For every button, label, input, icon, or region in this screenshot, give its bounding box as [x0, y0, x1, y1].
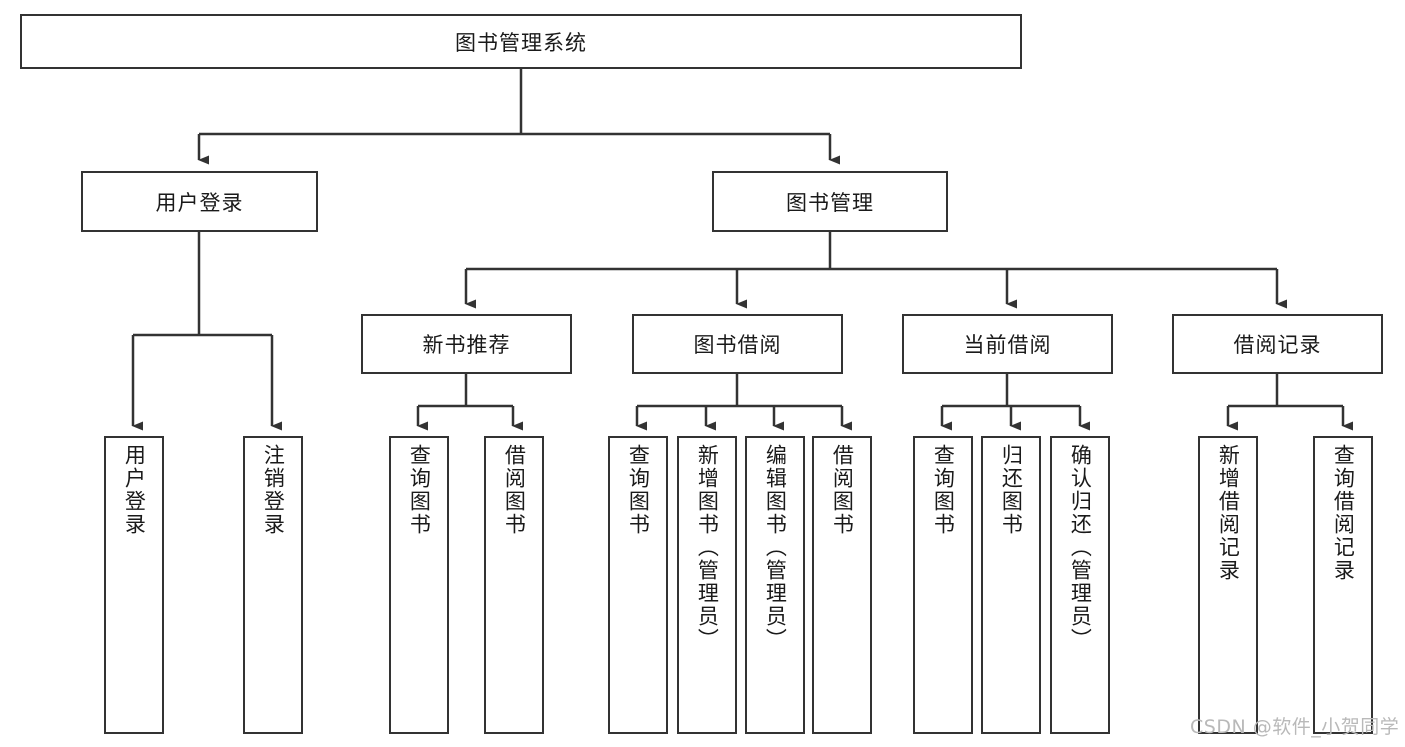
leaf-label: 查询图书 — [626, 444, 651, 536]
leaf-label: 编辑图书（管理员） — [763, 444, 788, 651]
leaf-new-book-query-book[interactable]: 查询图书 — [389, 436, 449, 734]
leaf-current-borrow-query-book[interactable]: 查询图书 — [913, 436, 973, 734]
leaf-label: 确认归还（管理员） — [1068, 444, 1093, 651]
leaf-book-borrow-add-book-admin[interactable]: 新增图书（管理员） — [677, 436, 737, 734]
node-label: 图书管理系统 — [455, 30, 587, 55]
leaf-user-login-login[interactable]: 用户登录 — [104, 436, 164, 734]
node-label: 图书借阅 — [693, 333, 782, 357]
leaf-label: 新增图书（管理员） — [695, 444, 720, 651]
leaf-label: 查询图书 — [407, 444, 432, 536]
leaf-book-borrow-borrow-book[interactable]: 借阅图书 — [812, 436, 872, 734]
leaf-label: 借阅图书 — [502, 444, 527, 536]
node-user-login[interactable]: 用户登录 — [81, 171, 318, 232]
leaf-label: 查询借阅记录 — [1331, 444, 1356, 582]
node-book-management[interactable]: 图书管理 — [712, 171, 948, 232]
node-label: 图书管理 — [786, 190, 874, 215]
node-label: 当前借阅 — [963, 333, 1052, 357]
leaf-label: 归还图书 — [999, 444, 1024, 536]
node-label: 用户登录 — [155, 190, 244, 215]
leaf-borrow-record-add-record[interactable]: 新增借阅记录 — [1198, 436, 1258, 734]
node-borrow-record[interactable]: 借阅记录 — [1172, 314, 1383, 374]
node-new-book-recommend[interactable]: 新书推荐 — [361, 314, 572, 374]
leaf-book-borrow-query-book[interactable]: 查询图书 — [608, 436, 668, 734]
leaf-label: 借阅图书 — [830, 444, 855, 536]
node-root-book-management-system[interactable]: 图书管理系统 — [20, 14, 1022, 69]
leaf-label: 用户登录 — [122, 444, 147, 536]
leaf-new-book-borrow-book[interactable]: 借阅图书 — [484, 436, 544, 734]
leaf-borrow-record-query-record[interactable]: 查询借阅记录 — [1313, 436, 1373, 734]
node-current-borrow[interactable]: 当前借阅 — [902, 314, 1113, 374]
leaf-current-borrow-confirm-return-admin[interactable]: 确认归还（管理员） — [1050, 436, 1110, 734]
node-label: 新书推荐 — [422, 333, 511, 357]
leaf-label: 注销登录 — [261, 444, 286, 536]
leaf-current-borrow-return-book[interactable]: 归还图书 — [981, 436, 1041, 734]
leaf-user-login-logout[interactable]: 注销登录 — [243, 436, 303, 734]
node-book-borrow[interactable]: 图书借阅 — [632, 314, 843, 374]
leaf-label: 新增借阅记录 — [1216, 444, 1241, 582]
watermark: CSDN @软件_小贺同学 — [1190, 716, 1400, 738]
leaf-label: 查询图书 — [931, 444, 956, 536]
node-label: 借阅记录 — [1233, 333, 1322, 357]
leaf-book-borrow-edit-book-admin[interactable]: 编辑图书（管理员） — [745, 436, 805, 734]
